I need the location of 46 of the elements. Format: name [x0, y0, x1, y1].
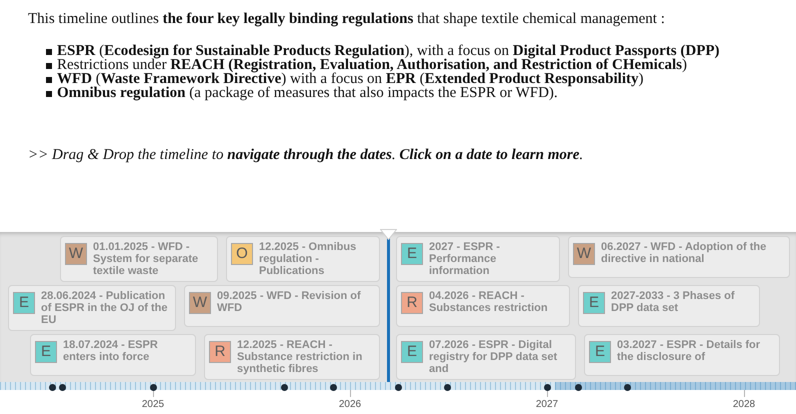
list-item-text: ESPR (Ecodesign for Sustainable Products Regulation), with a focus on Digital Product Passports (DPP) — [57, 44, 721, 58]
event-title: 18.07.2024 - ESPR enters into force — [63, 339, 159, 363]
category-badge: R — [401, 292, 423, 314]
category-badge: E — [35, 341, 57, 363]
year-label: 2028 — [732, 399, 756, 411]
category-badge: E — [589, 341, 611, 363]
year-label: 2027 — [534, 399, 560, 411]
event-card — [8, 285, 176, 331]
event-card — [184, 285, 380, 327]
event-title: 07.2026 - ESPR - Digital registry for DPP data set and — [429, 339, 558, 375]
category-badge: R — [209, 341, 231, 363]
category-badge: W — [189, 292, 211, 314]
event-card — [568, 236, 790, 278]
event-title: 04.2026 - REACH - Substances restriction — [429, 290, 549, 314]
event-card — [396, 334, 576, 380]
instruction-text: >> Drag & Drop the timeline to navigate through the dates. Click on a date to learn more. — [28, 147, 584, 163]
event-title: 01.01.2025 - WFD - System for separate textile waste — [93, 241, 200, 277]
category-badge: W — [65, 243, 87, 265]
intro-text: This timeline outlines the four key legally binding regulations that shape textile chemical management : — [28, 11, 665, 27]
event-card — [578, 285, 760, 327]
event-card — [226, 236, 380, 282]
category-badge: E — [583, 292, 605, 314]
list-item-text: Restrictions under REACH (Registration, Evaluation, Authorisation, and Restriction of CHemicals) — [57, 58, 687, 72]
year-label: 2026 — [338, 399, 362, 411]
event-card — [60, 236, 218, 282]
event-card — [584, 334, 780, 376]
event-title: 06.2027 - WFD - Adoption of the directive in national — [601, 241, 768, 265]
category-badge: E — [401, 243, 423, 265]
event-title: 12.2025 - REACH - Substance restriction in synthetic fibres — [237, 339, 364, 375]
event-title: 2027 - ESPR - Performance information — [429, 241, 501, 277]
event-card — [204, 334, 380, 380]
event-title: 2027-2033 - 3 Phases of DPP data set — [611, 290, 736, 314]
event-card — [396, 236, 560, 282]
category-badge: E — [13, 292, 35, 314]
year-label: 2025 — [140, 399, 166, 411]
category-badge: W — [573, 243, 595, 265]
category-badge: E — [401, 341, 423, 363]
event-title: 28.06.2024 - Publication of ESPR in the OJ of the EU — [41, 290, 169, 326]
category-badge: O — [231, 243, 253, 265]
event-title: 12.2025 - Omnibus regulation - Publications — [259, 241, 358, 277]
list-item-text: Omnibus regulation (a package of measures that also impacts the ESPR or WFD). — [57, 86, 558, 100]
event-card — [396, 285, 570, 327]
event-title: 09.2025 - WFD - Revision of WFD — [217, 290, 362, 314]
event-title: 03.2027 - ESPR - Details for the disclosure of — [617, 339, 762, 363]
list-item-text: WFD (Waste Framework Directive) with a focus on EPR (Extended Product Responsability) — [57, 72, 644, 86]
event-card — [30, 334, 196, 376]
